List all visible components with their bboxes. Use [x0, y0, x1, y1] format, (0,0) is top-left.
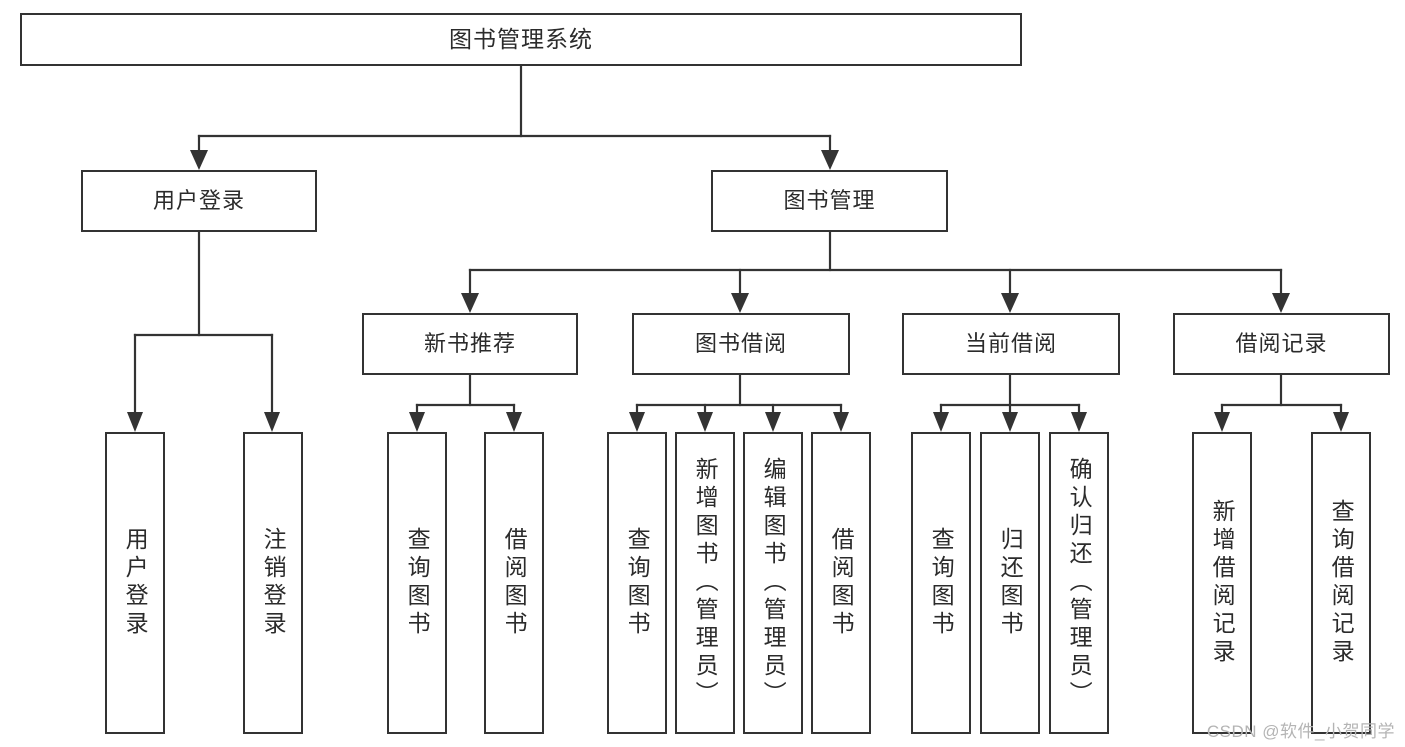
node-user-login-label: 用户登录 — [152, 187, 245, 213]
node-new-book-recommend[interactable]: 新书推荐 — [362, 313, 578, 375]
leaf-add-borrow-record-label: 新增借阅记录 — [1209, 499, 1236, 667]
leaf-query-borrow-record-label: 查询借阅记录 — [1328, 499, 1355, 667]
arrow-head-leaf-query-record — [1333, 412, 1349, 432]
arrow-head-book-manage — [821, 150, 839, 170]
leaf-add-borrow-record[interactable]: 新增借阅记录 — [1192, 432, 1252, 734]
node-book-management[interactable]: 图书管理 — [711, 170, 948, 232]
leaf-return-book-label: 归还图书 — [997, 527, 1024, 639]
leaf-return-book[interactable]: 归还图书 — [980, 432, 1040, 734]
leaf-query-book-recommend[interactable]: 查询图书 — [387, 432, 447, 734]
node-book-management-label: 图书管理 — [783, 187, 876, 213]
node-user-login[interactable]: 用户登录 — [81, 170, 317, 232]
node-current-borrow-label: 当前借阅 — [964, 330, 1057, 356]
arrow-head-leaf-query-book-2 — [629, 412, 645, 432]
leaf-borrow-book-label: 借阅图书 — [828, 527, 855, 639]
leaf-add-book-admin-label: 新增图书（管理员） — [692, 457, 719, 709]
arrow-head-leaf-borrow-book-1 — [506, 412, 522, 432]
arrow-head-leaf-add-record — [1214, 412, 1230, 432]
node-root-library-system[interactable]: 图书管理系统 — [20, 13, 1022, 66]
arrow-head-leaf-query-book-3 — [933, 412, 949, 432]
node-borrow-record[interactable]: 借阅记录 — [1173, 313, 1390, 375]
leaf-confirm-return-admin-label: 确认归还（管理员） — [1066, 457, 1093, 709]
leaf-user-login-label: 用户登录 — [122, 527, 149, 639]
arrow-head-new-book — [461, 293, 479, 313]
arrow-head-leaf-edit-book — [765, 412, 781, 432]
arrow-head-leaf-return-book — [1002, 412, 1018, 432]
leaf-borrow-book[interactable]: 借阅图书 — [811, 432, 871, 734]
arrow-head-borrow-record — [1272, 293, 1290, 313]
leaf-query-book-borrow-label: 查询图书 — [624, 527, 651, 639]
node-root-label: 图书管理系统 — [449, 25, 593, 52]
arrow-head-leaf-logout — [264, 412, 280, 432]
leaf-logout[interactable]: 注销登录 — [243, 432, 303, 734]
arrow-head-leaf-query-book-1 — [409, 412, 425, 432]
leaf-query-book-current-label: 查询图书 — [928, 527, 955, 639]
leaf-logout-label: 注销登录 — [260, 527, 287, 639]
arrow-head-book-borrow — [731, 293, 749, 313]
leaf-query-book-borrow[interactable]: 查询图书 — [607, 432, 667, 734]
arrow-head-user-login — [190, 150, 208, 170]
leaf-add-book-admin[interactable]: 新增图书（管理员） — [675, 432, 735, 734]
leaf-query-book-recommend-label: 查询图书 — [404, 527, 431, 639]
node-book-borrow-label: 图书借阅 — [694, 330, 787, 356]
leaf-edit-book-admin-label: 编辑图书（管理员） — [760, 457, 787, 709]
arrow-head-leaf-user-login — [127, 412, 143, 432]
leaf-borrow-book-recommend[interactable]: 借阅图书 — [484, 432, 544, 734]
arrow-head-leaf-confirm-return — [1071, 412, 1087, 432]
arrow-head-current-borrow — [1001, 293, 1019, 313]
node-new-book-recommend-label: 新书推荐 — [423, 330, 516, 356]
leaf-confirm-return-admin[interactable]: 确认归还（管理员） — [1049, 432, 1109, 734]
leaf-borrow-book-recommend-label: 借阅图书 — [501, 527, 528, 639]
node-current-borrow[interactable]: 当前借阅 — [902, 313, 1120, 375]
arrow-head-leaf-borrow-book-2 — [833, 412, 849, 432]
node-book-borrow[interactable]: 图书借阅 — [632, 313, 850, 375]
leaf-edit-book-admin[interactable]: 编辑图书（管理员） — [743, 432, 803, 734]
leaf-query-book-current[interactable]: 查询图书 — [911, 432, 971, 734]
leaf-user-login[interactable]: 用户登录 — [105, 432, 165, 734]
node-borrow-record-label: 借阅记录 — [1235, 330, 1328, 356]
arrow-head-leaf-add-book — [697, 412, 713, 432]
leaf-query-borrow-record[interactable]: 查询借阅记录 — [1311, 432, 1371, 734]
